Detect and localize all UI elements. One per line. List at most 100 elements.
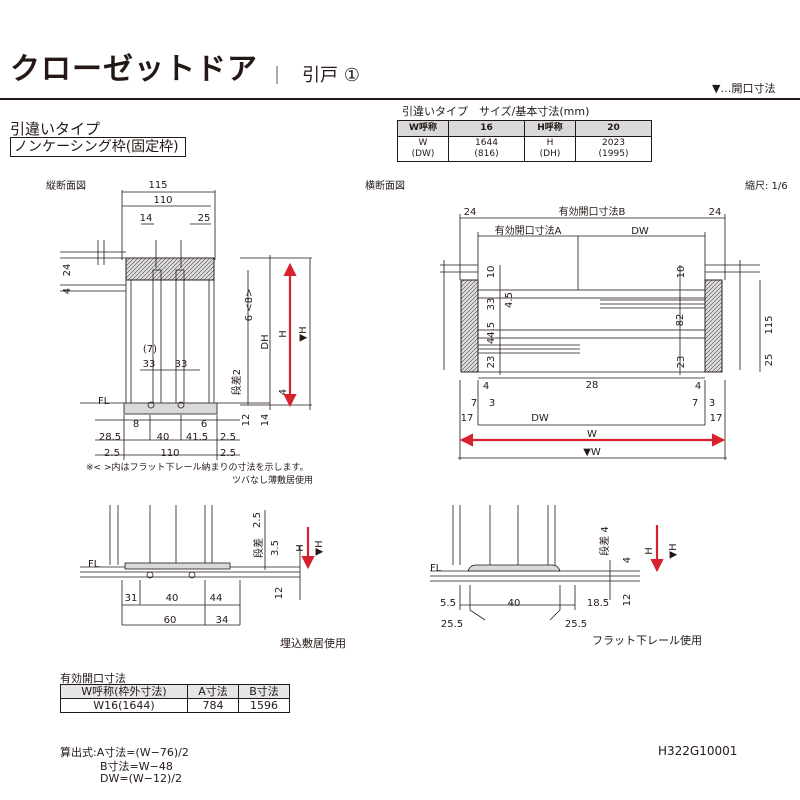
v-dim-8: 8 xyxy=(133,419,139,430)
formula-b: B寸法=W−48 xyxy=(100,760,173,773)
effective-title: 有効開口寸法 xyxy=(60,672,126,685)
h-dim-24-right: 24 xyxy=(709,207,722,218)
flat-dim-4: 4 xyxy=(622,557,633,563)
h-dim-44-5: 44.5 xyxy=(486,322,497,344)
effective-cell-w: W16(1644) xyxy=(60,698,188,713)
buried-dim-40: 40 xyxy=(166,593,179,604)
flat-step-4: 段差 4 xyxy=(598,526,611,556)
effective-cell-b: 1596 xyxy=(238,698,290,713)
h-dim-4-right: 4 xyxy=(695,381,701,392)
v-dim-25: 25 xyxy=(198,213,211,224)
spec-table: W呼称 16 H呼称 20 W(DW) 1644(816) H(DH) 2023… xyxy=(397,120,652,162)
scale-label: 縮尺: 1/6 xyxy=(745,179,788,192)
h-dim-28: 28 xyxy=(586,380,599,391)
buried-dim-3-5: 3.5 xyxy=(270,540,281,556)
spec-h-head: H呼称 xyxy=(524,120,576,137)
page-title: クローゼットドア xyxy=(10,52,258,87)
h-dim-10-right: 10 xyxy=(676,266,687,279)
h-dw-bottom: DW xyxy=(531,413,549,424)
v-dim-33b: 33 xyxy=(175,359,188,370)
h-effective-a: 有効開口寸法A xyxy=(495,224,562,237)
h-dim-25-right: 25 xyxy=(764,354,775,367)
buried-vh: ▼H xyxy=(314,540,325,555)
flat-fl-label: FL xyxy=(430,563,442,574)
v-dim-33a: 33 xyxy=(143,359,156,370)
flat-dim-40: 40 xyxy=(508,598,521,609)
v-dim-41-5: 41.5 xyxy=(186,432,208,443)
h-dim-10-left: 10 xyxy=(486,266,497,279)
h-dim-24-left: 24 xyxy=(464,207,477,218)
v-dim-115: 115 xyxy=(148,180,167,191)
frame-type: ノンケーシング枠(固定枠) xyxy=(10,137,186,157)
v-fl-label: FL xyxy=(98,396,110,407)
h-dim-7-right: 7 xyxy=(692,398,698,409)
buried-fl-label: FL xyxy=(88,559,100,570)
flat-dim-18-5: 18.5 xyxy=(587,598,609,609)
v-dim-6-8: 6 <8> xyxy=(244,289,255,322)
v-dim-14: 14 xyxy=(140,213,153,224)
legend-note: ▼…開口寸法 xyxy=(712,82,776,95)
v-dim-vh: ▼H xyxy=(298,326,309,341)
h-dim-33-left: 33 xyxy=(486,298,497,311)
h-dim-17-left: 17 xyxy=(461,413,474,424)
v-dim-40: 40 xyxy=(157,432,170,443)
v-step-4: 4 xyxy=(278,389,289,395)
buried-sill-detail xyxy=(80,505,301,626)
v-dim-4: 4 xyxy=(62,288,73,294)
flat-dim-12: 12 xyxy=(622,594,633,607)
buried-h: H xyxy=(295,544,306,552)
note-tsuba: ツバなし薄敷居使用 xyxy=(232,474,313,486)
h-dim-3-left: 3 xyxy=(489,398,495,409)
v-dim-7: (7) xyxy=(143,344,157,355)
buried-dim-2-5: 2.5 xyxy=(252,512,263,528)
v-dim-110: 110 xyxy=(153,195,172,206)
effective-table: W呼称(枠外寸法) A寸法 B寸法 W16(1644) 784 1596 xyxy=(60,684,290,713)
buried-caption: 埋込敷居使用 xyxy=(280,636,346,650)
horizontal-section xyxy=(440,214,761,460)
formula-a: 算出式:A寸法=(W−76)/2 xyxy=(60,746,189,759)
v-step-2: 段差2 xyxy=(230,369,243,395)
buried-step: 段差 xyxy=(252,538,265,558)
buried-dim-34: 34 xyxy=(216,615,229,626)
flat-rail-detail xyxy=(430,505,640,621)
h-dim-23-left: 23 xyxy=(486,356,497,369)
v-dim-dh: DH xyxy=(260,334,271,349)
effective-header-a: A寸法 xyxy=(187,684,239,699)
h-dim-vw: ▼W xyxy=(583,447,601,458)
spec-h-label: H(DH) xyxy=(524,136,576,162)
h-dim-4-left: 4 xyxy=(483,381,489,392)
title-separator: ｜ xyxy=(268,66,286,87)
formula-dw: DW=(W−12)/2 xyxy=(100,772,182,785)
v-dim-2-5c: 2.5 xyxy=(104,448,120,459)
flat-dim-25-5b: 25.5 xyxy=(565,619,587,630)
h-dim-7-left: 7 xyxy=(471,398,477,409)
h-dim-3-right: 3 xyxy=(709,398,715,409)
h-dim-17-right: 17 xyxy=(710,413,723,424)
note-flat-rail: ※< >内はフラット下レール納まりの寸法を示します。 xyxy=(86,461,309,473)
v-dim-110-bottom: 110 xyxy=(160,448,179,459)
v-dim-14b: 14 xyxy=(260,414,271,427)
h-effective-b: 有効開口寸法B xyxy=(559,205,626,218)
v-dim-24: 24 xyxy=(62,264,73,277)
spec-w-code: 16 xyxy=(448,120,525,137)
horizontal-section-label: 横断面図 xyxy=(365,179,405,192)
effective-header-w: W呼称(枠外寸法) xyxy=(60,684,188,699)
page-subtitle: 引戸 ① xyxy=(302,65,360,86)
spec-title: 引違いタイプ サイズ/基本寸法(mm) xyxy=(402,105,590,118)
h-dim-115: 115 xyxy=(764,315,775,334)
spec-h-code: 20 xyxy=(575,120,652,137)
flat-dim-25-5a: 25.5 xyxy=(441,619,463,630)
v-dim-2-5b: 2.5 xyxy=(220,448,236,459)
spec-h-value: 2023(1995) xyxy=(575,136,652,162)
h-dim-23-right: 23 xyxy=(676,356,687,369)
v-dim-h: H xyxy=(278,330,289,338)
h-dim-4-5: 4.5 xyxy=(504,292,515,308)
buried-dim-12: 12 xyxy=(274,587,285,600)
vertical-section-label: 縦断面図 xyxy=(46,179,86,192)
flat-caption: フラット下レール使用 xyxy=(592,634,702,647)
vertical-section xyxy=(60,190,312,460)
v-dim-12: 12 xyxy=(241,414,252,427)
h-dw-top: DW xyxy=(631,226,649,237)
buried-dim-44: 44 xyxy=(210,593,223,604)
